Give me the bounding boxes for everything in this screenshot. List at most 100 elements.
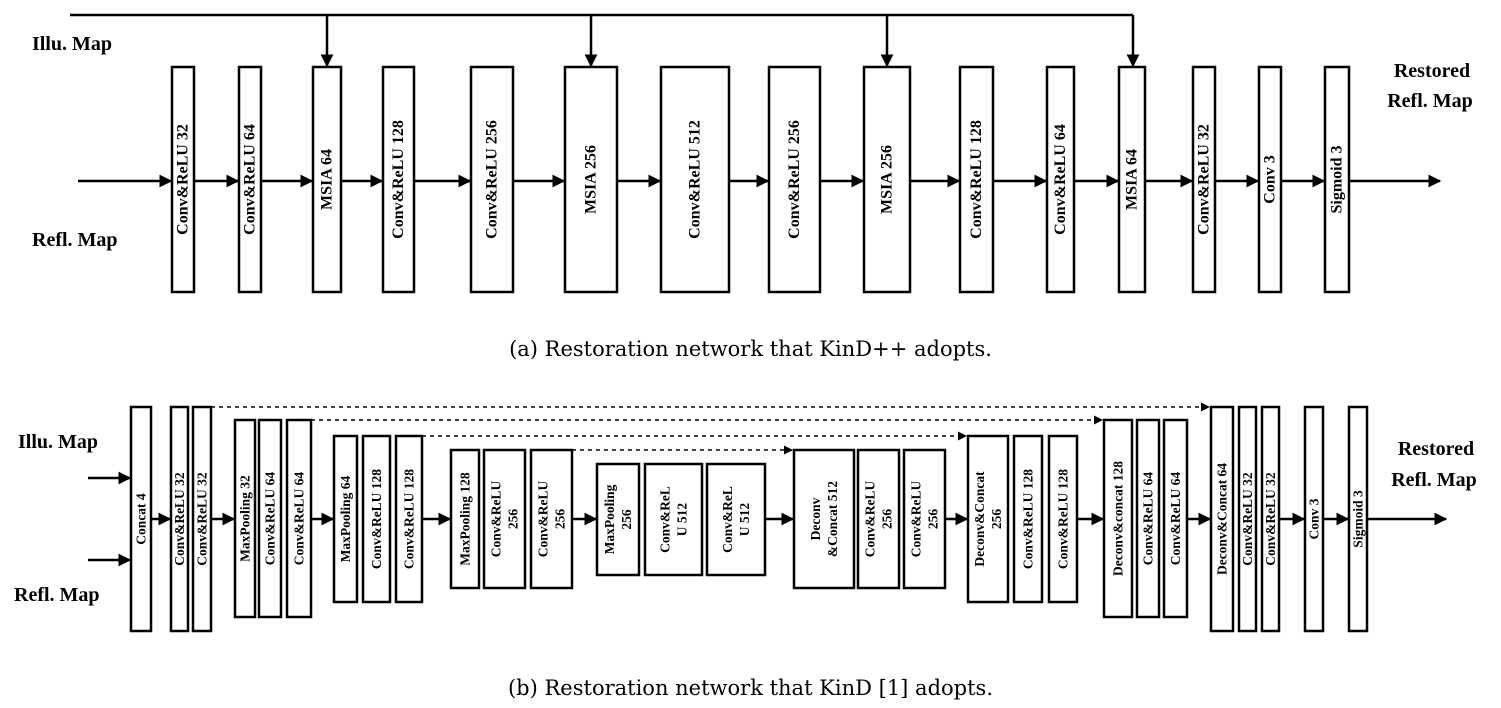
a-block-label: MSIA 256 — [879, 145, 896, 214]
b-block-label: MaxPooling — [602, 484, 617, 554]
b-block-rect — [1347, 405, 1369, 633]
b-block-deconv-concat-64: Deconv&Concat 64 — [1209, 405, 1235, 633]
diagram-b: Concat 4 Conv&ReLU 32 Conv&ReLU 32 MaxPooli… — [14, 402, 1477, 633]
b-connections — [88, 402, 1448, 567]
b-block-rect — [482, 448, 527, 590]
b-block-label: 256 — [925, 509, 940, 530]
a-block-label: Conv 3 — [1262, 155, 1279, 203]
a-input-illu-label: Illu. Map — [32, 33, 112, 55]
a-block-label: Conv&ReLU 128 — [968, 120, 985, 239]
b-block-rect — [449, 448, 481, 590]
caption-b: (b) Restoration network that KinD [1] ad… — [507, 676, 993, 700]
b-block-label: Deconv&Concat 64 — [1215, 463, 1230, 575]
a-block-label: Conv&ReLU 256 — [484, 120, 501, 239]
b-block-conv-relu-64: Conv&ReLU 64 — [1162, 418, 1189, 619]
b-block-label: Conv&ReLU 64 — [263, 472, 278, 566]
a-block-rect — [767, 65, 822, 294]
b-block-label: Conv&ReLU 64 — [1168, 472, 1183, 566]
b-output-label-line1: Restored — [1398, 438, 1474, 460]
a-block-label: Sigmoid 3 — [1329, 145, 1346, 213]
b-block-label: Concat 4 — [134, 493, 149, 545]
a-block-rect — [1191, 65, 1217, 294]
b-block-rect — [1012, 434, 1044, 604]
b-block-conv-relu-32: Conv&ReLU 32 — [1260, 405, 1281, 633]
a-block-rect — [659, 65, 731, 294]
a-block-label: Conv&ReLU 32 — [1196, 124, 1213, 235]
a-block-rect — [563, 65, 619, 294]
b-block-rect — [169, 405, 190, 633]
a-block-conv-relu-256: Conv&ReLU 256 — [469, 65, 515, 294]
a-block-rect — [469, 65, 515, 294]
b-output-label-line2: Refl. Map — [1391, 469, 1477, 491]
a-block-conv-relu-64: Conv&ReLU 64 — [1045, 65, 1076, 294]
b-block-rect — [529, 448, 574, 590]
b-block-label: Conv&ReLU 64 — [1141, 472, 1156, 566]
a-block-rect — [311, 65, 343, 294]
b-block-label: U 512 — [737, 503, 752, 537]
b-block-label: Conv&ReL — [658, 486, 673, 553]
b-block-rect — [1047, 434, 1079, 604]
a-block-rect — [1257, 65, 1283, 294]
b-block-rect — [332, 434, 359, 604]
a-block-rect — [381, 65, 416, 294]
b-block-maxpooling-128: MaxPooling 128 — [449, 448, 481, 590]
b-block-deconv-concat-128: Deconv&concat 128 — [1102, 418, 1134, 619]
a-block-rect — [170, 65, 196, 294]
a-block-conv-relu-128: Conv&ReLU 128 — [958, 65, 995, 294]
b-block-sigmoid-3: Sigmoid 3 — [1347, 405, 1369, 633]
a-block-label: Conv&ReLU 256 — [786, 120, 803, 239]
a-block-rect — [862, 65, 912, 294]
b-block-rect — [1237, 405, 1258, 633]
b-block-conv-relu-32: Conv&ReLU 32 — [169, 405, 190, 633]
b-block-conv-relu-32: Conv&ReLU 32 — [1237, 405, 1258, 633]
b-block-label: Conv&ReLU — [536, 481, 551, 558]
b-block-concat-4: Concat 4 — [129, 405, 153, 633]
b-block-rect — [705, 462, 767, 577]
a-block-msia-256: MSIA 256 — [563, 65, 619, 294]
a-block-conv-relu-64: Conv&ReLU 64 — [237, 65, 263, 294]
b-block-rect — [233, 418, 257, 619]
b-block-label: Deconv&Concat — [972, 471, 987, 567]
a-block-conv-relu-512: Conv&ReLU 512 — [659, 65, 731, 294]
b-block-label: Conv 3 — [1307, 498, 1322, 539]
a-block-rect — [1045, 65, 1076, 294]
b-block-conv-relu-64: Conv&ReLU 64 — [285, 418, 313, 619]
b-block-rect — [361, 434, 392, 604]
a-block-rect — [958, 65, 995, 294]
a-block-label: Conv&ReLU 64 — [242, 124, 259, 235]
a-block-rect — [1323, 65, 1351, 294]
a-block-label: MSIA 64 — [1124, 149, 1141, 210]
b-block-label: 256 — [619, 509, 634, 530]
b-block-label: Conv&ReLU 32 — [1240, 472, 1255, 566]
b-block-label: 256 — [505, 509, 520, 530]
b-block-rect — [1209, 405, 1235, 633]
a-block-conv-relu-32: Conv&ReLU 32 — [170, 65, 196, 294]
a-block-conv-relu-32: Conv&ReLU 32 — [1191, 65, 1217, 294]
b-block-conv-relu-64: Conv&ReLU 64 — [1135, 418, 1161, 619]
b-block-rect — [902, 448, 947, 590]
a-block-conv-3: Conv 3 — [1257, 65, 1283, 294]
b-block-rect — [394, 434, 424, 604]
b-block-label: &Concat 512 — [825, 481, 840, 557]
a-block-label: Conv&ReLU 64 — [1052, 124, 1069, 235]
a-block-rect — [237, 65, 263, 294]
b-block-rect — [643, 462, 704, 577]
b-block-label: MaxPooling 32 — [238, 475, 253, 562]
b-block-rect — [129, 405, 153, 633]
b-block-deconv-concat-512: Deconv&Concat 512 — [792, 448, 856, 590]
a-connections — [70, 13, 1442, 188]
b-block-label: 256 — [552, 509, 567, 530]
b-block-conv-relu-64: Conv&ReLU 64 — [257, 418, 283, 619]
b-block-label: U 512 — [674, 503, 689, 537]
b-block-label: MaxPooling 64 — [338, 475, 353, 562]
b-input-illu-label: Illu. Map — [18, 431, 98, 453]
b-block-maxpooling-64: MaxPooling 64 — [332, 434, 359, 604]
b-block-label: Conv&ReLU 128 — [369, 469, 384, 569]
b-block-rect — [595, 462, 641, 577]
b-block-label: Sigmoid 3 — [1351, 490, 1366, 548]
